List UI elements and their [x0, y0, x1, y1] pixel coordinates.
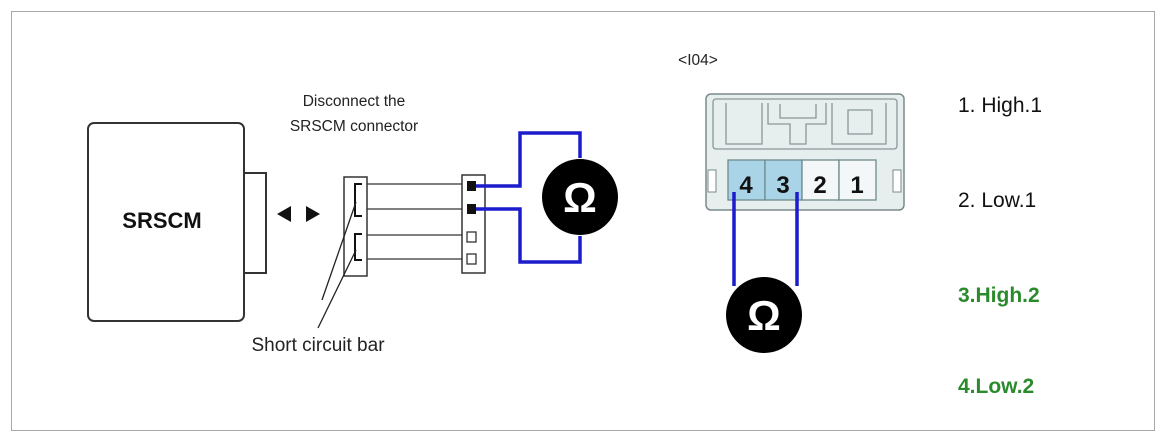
harness-wires — [367, 183, 462, 260]
ohm-meter-icon: Ω — [542, 159, 618, 235]
srscm-connector — [343, 176, 368, 277]
ohm-symbol: Ω — [563, 174, 597, 221]
i04-connector-face: 4 3 2 1 — [705, 93, 905, 211]
pin-list-item-2: 2. Low.1 — [958, 189, 1036, 212]
pin-2: 2 — [813, 172, 826, 199]
short-bar-label: Short circuit bar — [251, 335, 385, 356]
srscm-label: SRSCM — [122, 208, 201, 233]
pin-list: 1. High.1 2. Low.1 3.High.2 4.Low.2 — [958, 94, 1042, 398]
pin-1: 1 — [850, 172, 863, 199]
right-probe-wires — [732, 192, 799, 286]
ohm-symbol-right: Ω — [747, 292, 781, 339]
ohm-meter-right-icon: Ω — [726, 277, 802, 353]
harness-connector — [461, 174, 486, 274]
connector-id: <I04> — [678, 52, 718, 69]
pin-list-item-4: 4.Low.2 — [958, 375, 1034, 398]
instruction-line-2: SRSCM connector — [290, 118, 418, 135]
instruction-line-1: Disconnect the — [303, 93, 406, 110]
pin-list-item-3: 3.High.2 — [958, 284, 1040, 307]
short-bar-pointer — [317, 201, 357, 329]
pin-list-item-1: 1. High.1 — [958, 94, 1042, 117]
left-probe-wires — [476, 131, 582, 264]
srscm-module: SRSCM — [87, 122, 267, 322]
disconnect-arrows-icon — [277, 206, 320, 222]
diagram-frame — [11, 11, 1155, 431]
pin-3: 3 — [776, 172, 789, 199]
pin-4: 4 — [739, 172, 753, 199]
